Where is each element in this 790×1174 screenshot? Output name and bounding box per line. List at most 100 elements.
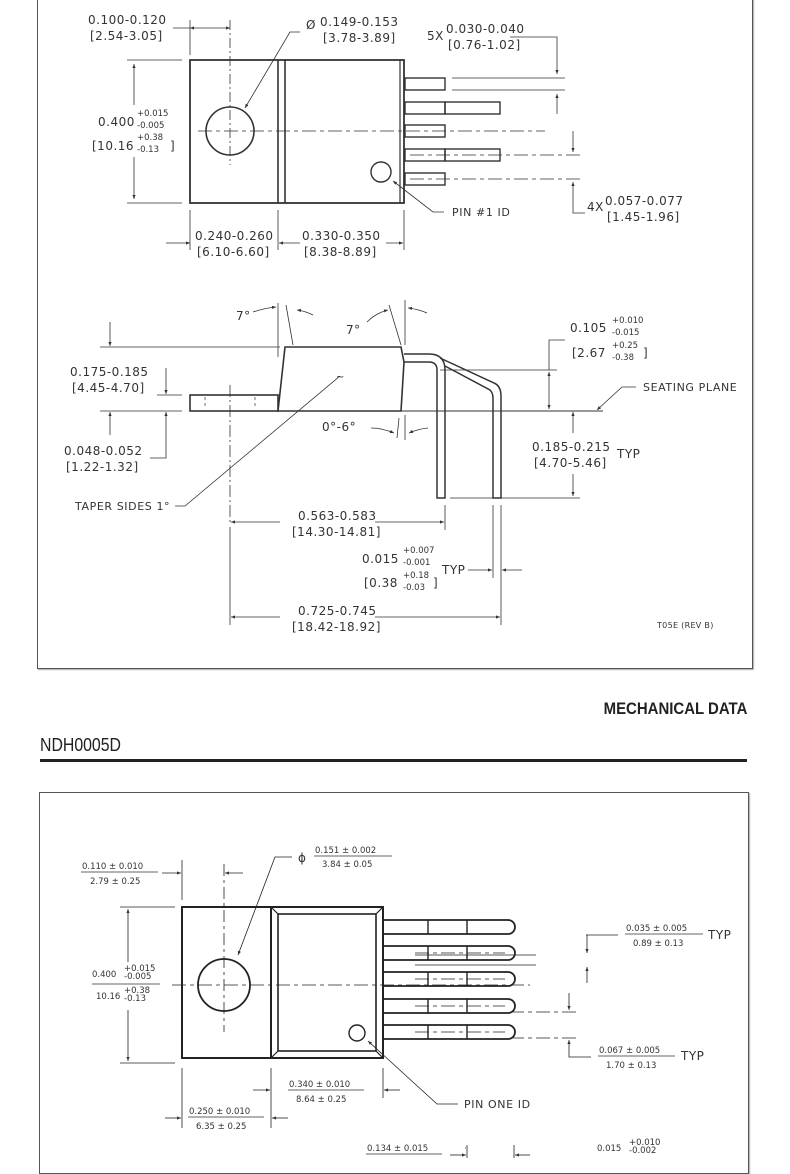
tol-plus: +0.015 [137,109,168,119]
dim-body-height-in: 0.400 [98,115,135,129]
dim-total-height-mm: [4.45-4.70] [72,381,145,395]
tol-plus: +0.25 [612,341,638,351]
tol-minus: -0.002 [629,1146,656,1156]
dim-tab-hole-offset-in: 0.110 ± 0.010 [82,862,143,872]
dim-tab-thickness-mm: [1.22-1.32] [66,460,139,474]
typ-label: TYP [707,928,731,942]
dim-total-height-in: 0.175-0.185 [70,365,149,379]
dim-lead-length-in: 0.185-0.215 [532,440,611,454]
bracket: ] [170,139,175,153]
tol-minus: -0.005 [124,972,151,982]
package-body-outline [181,906,384,1059]
dim-lead-width-qty: 5X [427,29,444,43]
dim-tab-length-in: 0.250 ± 0.010 [189,1107,250,1117]
dim-lead-pitch-in: 0.057-0.077 [605,194,684,208]
drawing-frame-top [37,0,753,669]
top-view [127,20,585,250]
dim-tab-thickness-in: 0.048-0.052 [64,444,143,458]
dim-lead-bend-in: 0.105 [570,321,607,335]
dim-lead-pitch-mm: 1.70 ± 0.13 [606,1061,656,1071]
phi-symbol: ϕ [298,851,306,865]
dim-lead-thickness-in: 0.015 [362,552,399,566]
lead-profile [439,357,502,499]
package-body-outline [189,59,405,204]
dim-body-height-in: 0.400 [92,970,116,980]
dim-body-length-mm: [8.38-8.89] [304,245,377,259]
typ-label: TYP [616,447,640,461]
pin1-marker [348,1024,366,1042]
drawing-reference: T05E (REV B) [656,621,714,630]
dim-lead-pitch-qty: 4X [587,200,604,214]
tol-minus: -0.001 [403,558,430,568]
dim-lead-thickness-in: 0.015 [597,1144,621,1154]
angle-right-label: 7° [346,323,361,337]
dim-lead-pitch-in: 0.067 ± 0.005 [599,1046,660,1056]
draft-angle-label: 0°-6° [322,420,356,434]
dim-lead-width-in: 0.030-0.040 [446,22,525,36]
svg-text:~: ~ [336,372,344,383]
lead [384,1024,516,1040]
diameter-symbol: Ø [306,18,316,32]
lead [404,124,446,138]
lead [384,971,516,987]
dim-lead-width-in: 0.035 ± 0.005 [626,924,687,934]
tol-minus: -0.005 [137,121,164,131]
lead [404,77,446,91]
typ-label: TYP [441,563,465,577]
section-title: MECHANICAL DATA [603,699,747,718]
lead [384,998,516,1014]
dim-body-length-in: 0.340 ± 0.010 [289,1080,350,1090]
dim-tab-length-mm: [6.10-6.60] [197,245,270,259]
tab-profile [189,394,279,412]
side-view-labels: 7° 7° 0.105 +0.010 -0.015 [2.67 +0.25 -0… [64,309,737,634]
dim-body-height-mm: 10.16 [96,992,120,1002]
side-view: ~ [100,300,636,625]
dim-body-length-mm: 8.64 ± 0.25 [296,1095,346,1105]
dim-tab-length-mm: 6.35 ± 0.25 [196,1122,246,1132]
tol-plus: +0.38 [137,133,163,143]
package-id: NDH0005D [40,735,122,755]
dim-tab-hole-offset-mm: [2.54-3.05] [90,29,163,43]
bracket: ] [643,346,648,360]
tol-minus: -0.03 [403,583,425,593]
dim-tab-hole-offset-in: 0.100-0.120 [88,13,167,27]
tol-plus: +0.010 [629,1138,660,1148]
dim-lead-offset-in: 0.134 ± 0.015 [367,1144,428,1154]
dim-overall-length-in: 0.725-0.745 [298,604,377,618]
dim-lead-bend-mm: [2.67 [572,346,606,360]
bottom-top-view [120,856,618,1158]
seating-plane-label: SEATING PLANE [643,381,737,394]
dim-tab-hole-offset-mm: 2.79 ± 0.25 [90,877,140,887]
dim-tab-length-in: 0.240-0.260 [195,229,274,243]
tol-minus: -0.38 [612,353,634,363]
pin1-label: PIN ONE ID [464,1098,531,1111]
top-view-labels: 0.100-0.120 [2.54-3.05] Ø 0.149-0.153 [3… [88,13,684,259]
dim-hole-dia-in: 0.151 ± 0.002 [315,846,376,856]
tol-minus: -0.015 [612,328,639,338]
typ-label: TYP [680,1049,704,1063]
dim-overall-length-mm: [18.42-18.92] [292,620,381,634]
tol-plus: +0.18 [403,571,429,581]
dim-body-length-in: 0.330-0.350 [302,229,381,243]
tol-minus: -0.13 [137,145,159,155]
lead [404,101,446,115]
dim-row-spacing-in: 0.563-0.583 [298,509,377,523]
lead [384,945,516,961]
title-rule [40,759,747,762]
dim-lead-thickness-mm: [0.38 [364,576,398,590]
tol-plus: +0.015 [124,964,155,974]
tol-plus: +0.007 [403,546,434,556]
dim-lead-pitch-mm: [1.45-1.96] [607,210,680,224]
pin1-label: PIN #1 ID [452,206,510,219]
dim-hole-dia-mm: 3.84 ± 0.05 [322,860,372,870]
tol-plus: +0.38 [124,986,150,996]
dim-lead-width-mm: 0.89 ± 0.13 [633,939,683,949]
leads [384,919,516,1040]
angle-left-label: 7° [236,309,251,323]
lead-profile [404,353,446,499]
tol-minus: -0.13 [124,994,146,1004]
dim-body-height-mm: [10.16 [92,139,134,153]
dim-lead-length-mm: [4.70-5.46] [534,456,607,470]
dim-hole-dia-mm: [3.78-3.89] [323,31,396,45]
